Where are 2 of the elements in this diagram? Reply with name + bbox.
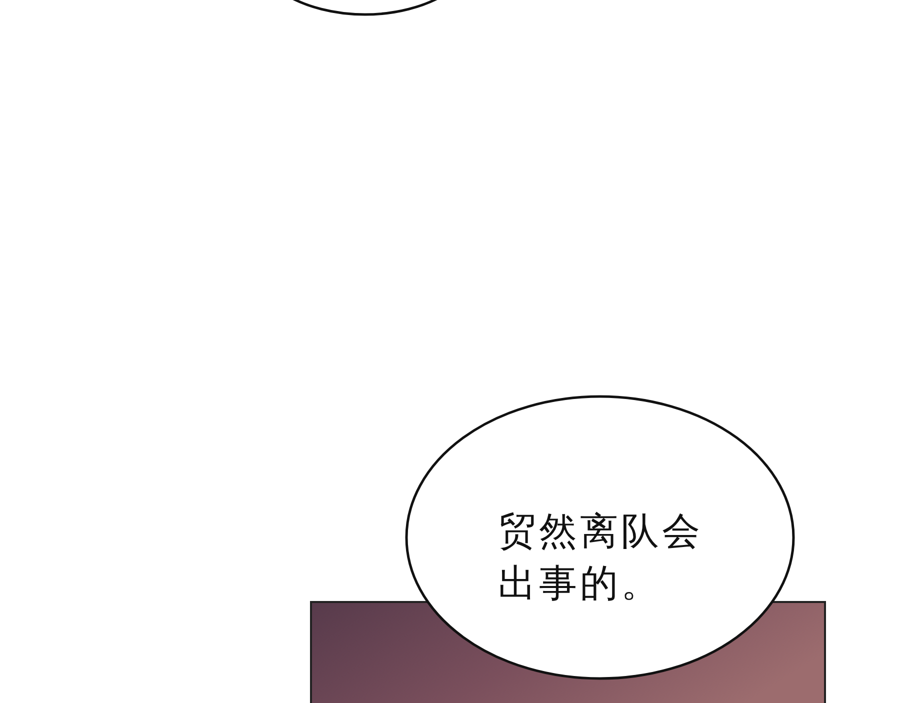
- speech-bubble: [405, 395, 795, 680]
- speech-text: 贸然离队会出事的。: [498, 508, 704, 607]
